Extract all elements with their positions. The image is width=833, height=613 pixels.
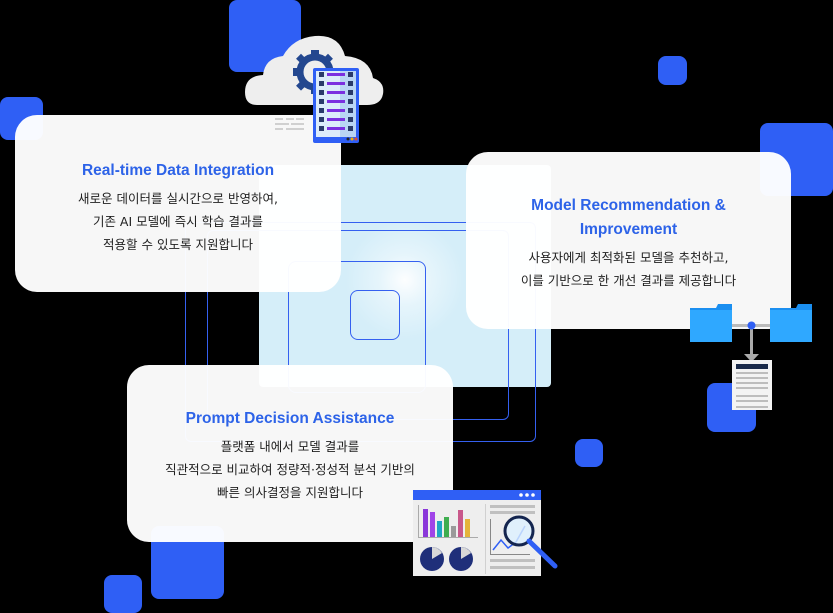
card-title: Model Recommendation & Improvement <box>466 194 791 242</box>
analytics-dashboard-icon <box>413 490 558 576</box>
card-title: Real-time Data Integration <box>81 162 275 179</box>
panel-glow <box>345 220 465 340</box>
card-title-line: Improvement <box>579 221 678 238</box>
card-description: 사용자에게 최적화된 모델을 추천하고, 이를 기반으로 한 개선 결과를 제공… <box>466 246 791 292</box>
card-title-line: Model Recommendation & <box>531 197 726 214</box>
card-line: 기존 AI 모델에 즉시 학습 결과를 <box>92 214 264 229</box>
card-line: 적용할 수 있도록 지원합니다 <box>103 237 253 252</box>
outline-frame-core <box>350 290 400 340</box>
card-line: 직관적으로 비교하여 정량적·정성적 분석 기반의 <box>165 462 415 477</box>
decor-square <box>658 56 687 85</box>
feature-card-realtime-data: Real-time Data Integration 새로운 데이터를 실시간으… <box>15 115 341 292</box>
card-line: 이를 기반으로 한 개선 결과를 제공합니다 <box>520 273 737 288</box>
card-description: 새로운 데이터를 실시간으로 반영하여, 기존 AI 모델에 즉시 학습 결과를… <box>15 187 341 256</box>
card-line: 새로운 데이터를 실시간으로 반영하여, <box>78 191 278 206</box>
feature-card-model-recommendation: Model Recommendation & Improvement 사용자에게… <box>466 152 791 329</box>
card-description: 플랫폼 내에서 모델 결과를 직관적으로 비교하여 정량적·정성적 분석 기반의… <box>127 435 453 504</box>
decor-square <box>104 575 142 613</box>
folder-document-icon <box>690 304 812 410</box>
cloud-server-icon <box>245 35 384 143</box>
card-line: 빠른 의사결정을 지원합니다 <box>217 485 363 500</box>
feature-card-prompt-decision: Prompt Decision Assistance 플랫폼 내에서 모델 결과… <box>127 365 453 542</box>
card-title: Prompt Decision Assistance <box>185 410 395 427</box>
decor-square <box>575 439 603 467</box>
card-line: 플랫폼 내에서 모델 결과를 <box>220 439 360 454</box>
card-line: 사용자에게 최적화된 모델을 추천하고, <box>528 250 729 265</box>
